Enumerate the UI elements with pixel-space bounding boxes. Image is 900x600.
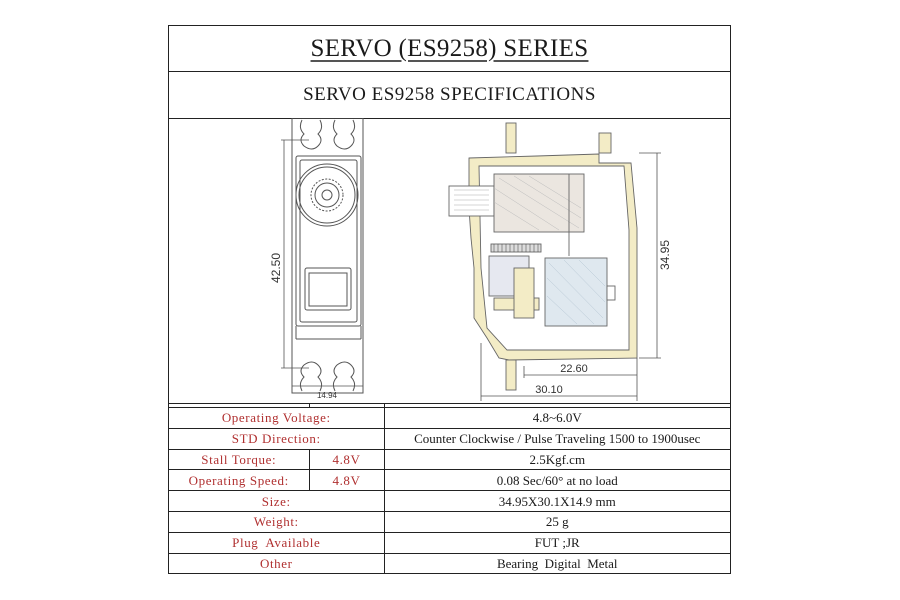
spec-label: Weight: — [169, 510, 385, 533]
side-inner-width-dimension: 22.60 — [560, 363, 588, 375]
spec-row-weight: Weight: 25 g — [169, 510, 730, 533]
side-height-dimension: 34.95 — [658, 240, 672, 270]
side-overall-width-dimension: 30.10 — [535, 384, 563, 396]
spec-row-size: Size: 34.95X30.1X14.9 mm — [169, 490, 730, 512]
spec-row-std-direction: STD Direction: Counter Clockwise / Pulse… — [169, 427, 730, 450]
spec-label: Stall Torque: — [169, 448, 310, 471]
spec-condition: 4.8V — [308, 448, 385, 471]
side-view-drawing — [448, 122, 638, 391]
spec-value: 34.95X30.1X14.9 mm — [383, 490, 730, 512]
spec-value: 4.8~6.0V — [383, 408, 730, 429]
technical-drawing: 42.50 14.94 — [169, 117, 730, 403]
title-row: SERVO (ES9258) SERIES — [169, 26, 730, 72]
spec-row-stall-torque: Stall Torque: 4.8V 2.5Kgf.cm — [169, 448, 730, 471]
spec-label: Other — [169, 552, 385, 574]
front-view-drawing — [291, 117, 364, 394]
spec-label: STD Direction: — [169, 427, 385, 450]
spec-sheet: SERVO (ES9258) SERIES SERVO ES9258 SPECI… — [168, 25, 731, 574]
spec-label: Plug Available — [169, 531, 385, 554]
spec-row-other: Other Bearing Digital Metal — [169, 552, 730, 574]
spec-label: Operating Voltage: — [169, 408, 385, 429]
subtitle-row: SERVO ES9258 SPECIFICATIONS — [169, 71, 730, 119]
spec-label: Size: — [169, 490, 385, 512]
spec-value: 25 g — [383, 510, 730, 533]
spec-label: Operating Speed: — [169, 469, 310, 492]
spec-row-plug: Plug Available FUT ;JR — [169, 531, 730, 554]
specifications-table: Operating Voltage: 4.8~6.0V STD Directio… — [169, 403, 730, 574]
spec-row-operating-speed: Operating Speed: 4.8V 0.08 Sec/60° at no… — [169, 469, 730, 492]
spec-condition: 4.8V — [308, 469, 385, 492]
front-height-dimension: 42.50 — [269, 253, 283, 283]
document-subtitle: SERVO ES9258 SPECIFICATIONS — [303, 83, 596, 105]
spec-value: Counter Clockwise / Pulse Traveling 1500… — [383, 427, 730, 450]
document-title: SERVO (ES9258) SERIES — [310, 34, 589, 62]
spec-value: FUT ;JR — [383, 531, 730, 554]
front-width-dimension: 14.94 — [317, 391, 338, 400]
spec-value: 2.5Kgf.cm — [383, 448, 730, 471]
spec-row-operating-voltage: Operating Voltage: 4.8~6.0V — [169, 408, 730, 429]
spec-value: 0.08 Sec/60° at no load — [383, 469, 730, 492]
spec-value: Bearing Digital Metal — [383, 552, 730, 574]
